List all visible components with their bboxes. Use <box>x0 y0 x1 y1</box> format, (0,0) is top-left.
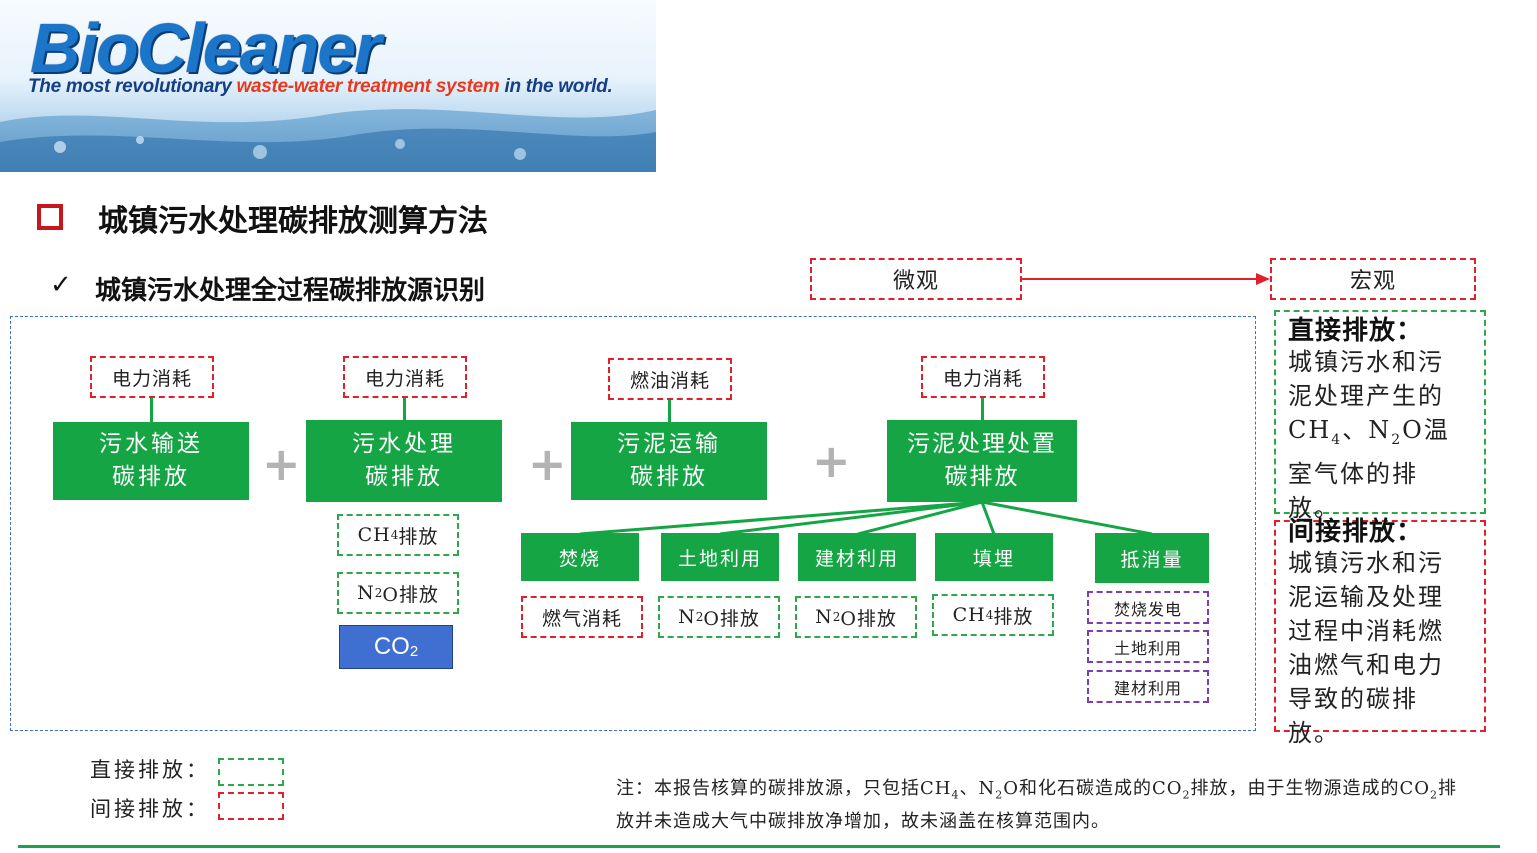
stage3-line2: 碳排放 <box>630 464 708 490</box>
stage3-line1: 污泥运输 <box>617 431 721 457</box>
biocleaner-logo: BioCleaner <box>30 9 382 87</box>
micro-to-macro-arrow <box>1022 273 1270 285</box>
water-wave-graphic <box>0 109 656 172</box>
stage1-line1: 污水输送 <box>99 431 203 457</box>
offset-incineration-power: 焚烧发电 <box>1087 591 1209 624</box>
stage2-source: 电力消耗 <box>343 356 467 398</box>
stage4-source: 电力消耗 <box>921 356 1045 398</box>
section-subtitle: 城镇污水处理全过程碳排放源识别 <box>95 276 486 306</box>
incineration-gas-consumption: 燃气消耗 <box>521 596 643 638</box>
stage1-box: 污水输送 碳排放 <box>53 422 249 500</box>
sludge-route-connectors <box>579 500 1153 536</box>
banner-tagline: The most revolutionary waste-water treat… <box>28 76 613 97</box>
footnote: 注：本报告核算的碳排放源，只包括CH4、N2O和化石碳造成的CO2排放，由于生物… <box>616 778 1458 832</box>
stage2-box: 污水处理 碳排放 <box>306 420 502 502</box>
page-title: 城镇污水处理碳排放测算方法 <box>98 204 488 239</box>
offset-building-material: 建材利用 <box>1087 670 1209 703</box>
legend-direct-swatch <box>218 758 284 786</box>
indirect-emission-heading: 间接排放： <box>1288 517 1424 547</box>
macro-label: 宏观 <box>1270 258 1476 300</box>
micro-label: 微观 <box>810 258 1022 300</box>
route-landfill: 填埋 <box>935 533 1053 581</box>
direct-emission-panel <box>1274 310 1486 514</box>
stage2-line2: 碳排放 <box>365 464 443 490</box>
footer-divider <box>18 845 1500 848</box>
stage4-line1: 污泥处理处置 <box>907 431 1057 457</box>
route-land-use: 土地利用 <box>661 533 779 581</box>
connector-line <box>668 400 671 422</box>
route-building-material: 建材利用 <box>798 533 916 581</box>
plus-icon: + <box>262 437 301 491</box>
legend-indirect-label: 间接排放： <box>90 797 210 821</box>
stage1-source: 电力消耗 <box>90 356 214 398</box>
check-icon: ✓ <box>50 270 72 300</box>
route-offset: 抵消量 <box>1095 533 1209 583</box>
offset-land-use: 土地利用 <box>1087 630 1209 663</box>
direct-emission-heading: 直接排放： <box>1288 316 1424 346</box>
emission-diagram-frame <box>10 316 1256 731</box>
stage4-box: 污泥处理处置 碳排放 <box>887 420 1077 502</box>
stage3-source: 燃油消耗 <box>608 358 732 400</box>
connector-line <box>403 398 406 422</box>
stage4-line2: 碳排放 <box>944 464 1020 490</box>
route-incineration: 焚烧 <box>521 533 639 581</box>
direct-emission-text: 城镇污水和污 泥处理产生的 CH4、N2O温 室气体的排 放。 <box>1288 348 1450 522</box>
indirect-emission-panel <box>1274 520 1486 732</box>
title-square-marker <box>37 204 63 230</box>
plus-icon: + <box>528 437 567 491</box>
stage2-line1: 污水处理 <box>352 431 456 457</box>
stage1-line2: 碳排放 <box>112 464 190 490</box>
connector-line <box>150 398 153 422</box>
plus-icon: + <box>812 434 851 488</box>
connector-line <box>981 398 984 420</box>
indirect-emission-text: 城镇污水和污 泥运输及处理 过程中消耗燃 油燃气和电力 导致的碳排 放。 <box>1288 549 1444 747</box>
stage3-box: 污泥运输 碳排放 <box>571 422 767 500</box>
legend-indirect-swatch <box>218 792 284 820</box>
biocleaner-banner: BioCleaner The most revolutionary waste-… <box>0 0 656 172</box>
legend-direct-label: 直接排放： <box>90 758 210 782</box>
